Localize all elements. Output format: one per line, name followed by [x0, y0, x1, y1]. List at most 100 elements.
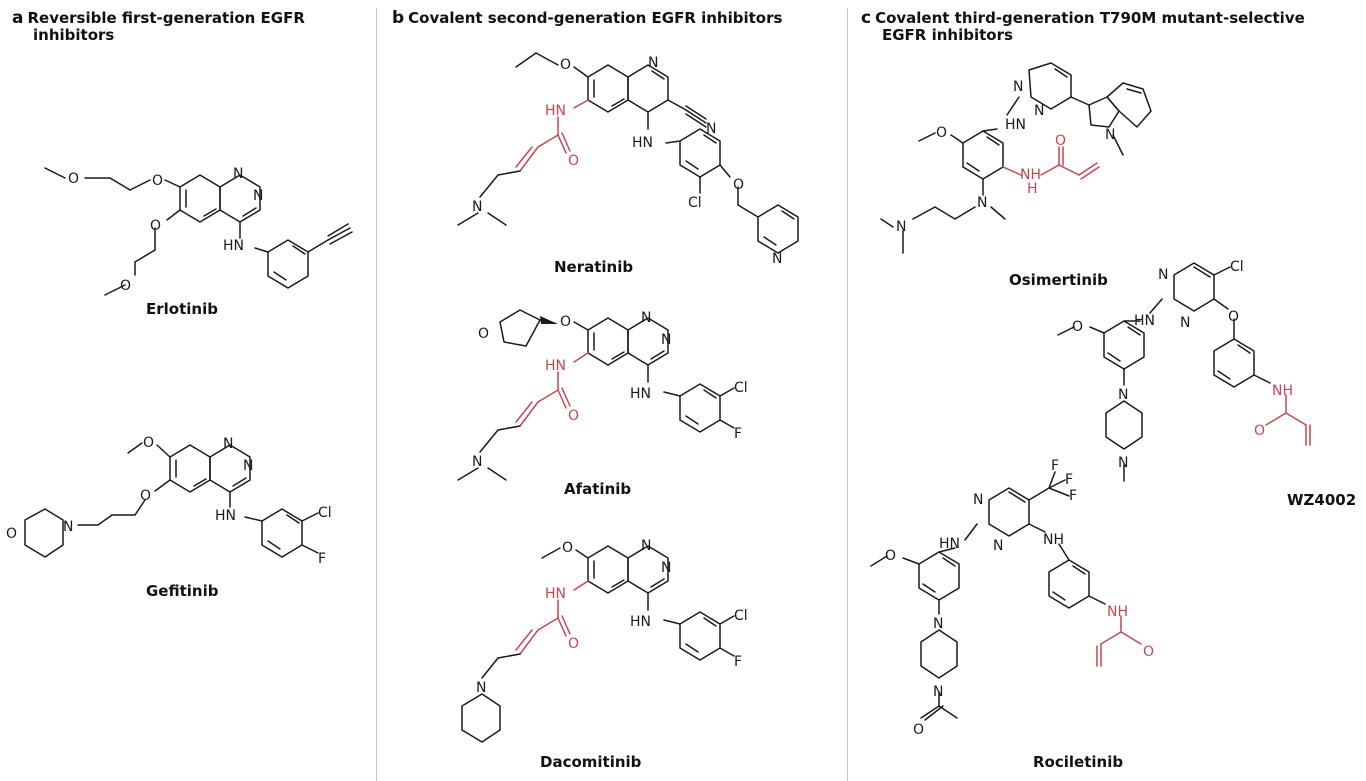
dacomitinib-structure: O N N HN Cl F HN O N [408, 528, 828, 781]
atom-O: O [152, 173, 163, 189]
atom-N: N [1105, 127, 1115, 143]
panel-title-line1: Covalent third-generation T790M mutant-s… [875, 9, 1305, 27]
afatinib-structure: O O N N HN Cl F HN O N [408, 300, 828, 500]
atom-HN: HN [545, 103, 566, 119]
atom-N: N [933, 616, 943, 632]
atom-Cl: Cl [734, 380, 748, 396]
atom-N: N [896, 219, 906, 235]
atom-O: O [562, 540, 573, 556]
atom-O: O [120, 278, 131, 294]
atom-O: O [1228, 309, 1239, 325]
atom-N: N [661, 332, 671, 348]
panel-letter: c [861, 8, 872, 28]
panel-letter: b [392, 8, 405, 28]
afatinib-label: Afatinib [564, 480, 632, 498]
atom-HN: HN [545, 358, 566, 374]
panel-letter: a [12, 8, 24, 28]
atom-O: O [1072, 319, 1083, 335]
atom-Cl: Cl [734, 608, 748, 624]
atom-HN: HN [545, 586, 566, 602]
atom-O: O [568, 636, 579, 652]
atom-HN: HN [630, 386, 651, 402]
atom-O: O [150, 218, 161, 234]
atom-N: N [706, 121, 716, 137]
atom-NH: NH [1020, 167, 1041, 183]
atom-O: O [936, 125, 947, 141]
atom-HN: HN [939, 536, 960, 552]
atom-N: N [1034, 103, 1044, 119]
wz4002-label: WZ4002 [1287, 491, 1357, 509]
atom-HN: HN [1005, 117, 1026, 133]
atom-O: O [1055, 133, 1066, 149]
atom-N: N [63, 519, 73, 535]
atom-NH: NH [1272, 383, 1293, 399]
atom-F: F [1069, 488, 1077, 504]
atom-F: F [318, 551, 326, 567]
panel-title-line1: Covalent second-generation EGFR inhibito… [408, 9, 783, 27]
atom-N: N [476, 680, 486, 696]
atom-O: O [6, 526, 17, 542]
erlotinib-label: Erlotinib [146, 300, 218, 318]
atom-N: N [973, 492, 983, 508]
atom-N: N [472, 199, 482, 215]
atom-Cl: Cl [1230, 259, 1244, 275]
atom-HN: HN [1134, 313, 1155, 329]
panel-title-line2: inhibitors [33, 26, 115, 44]
atom-O: O [140, 488, 151, 504]
panel-divider-ab [376, 8, 377, 781]
panel-divider-bc [847, 8, 848, 781]
gefitinib-label: Gefitinib [146, 582, 219, 600]
atom-F: F [734, 654, 742, 670]
atom-N: N [233, 166, 243, 182]
atom-N: N [661, 560, 671, 576]
atom-N: N [772, 251, 782, 267]
panel-title-line2: EGFR inhibitors [882, 26, 1013, 44]
atom-N: N [641, 538, 651, 554]
atom-H: H [1027, 181, 1038, 197]
atom-O: O [560, 57, 571, 73]
atom-N: N [648, 55, 658, 71]
atom-N: N [977, 195, 987, 211]
atom-N: N [993, 538, 1003, 554]
atom-HN: HN [223, 238, 244, 254]
atom-O: O [560, 314, 571, 330]
atom-O: O [143, 435, 154, 451]
atom-O: O [1143, 644, 1154, 660]
atom-Cl: Cl [318, 505, 332, 521]
atom-NH: NH [1043, 532, 1064, 548]
atom-N: N [1118, 455, 1128, 471]
panel-title-line1: Reversible first-generation EGFR [27, 9, 305, 27]
neratinib-structure: O N N HN O Cl N HN O N [408, 45, 828, 267]
atom-F: F [1051, 458, 1059, 474]
atom-NH: NH [1107, 604, 1128, 620]
rociletinib-structure: F F F N N NH HN O N N O NH O [870, 458, 1199, 781]
erlotinib-structure: O O O O N N HN [10, 140, 370, 310]
atom-O: O [68, 171, 79, 187]
atom-Cl: Cl [688, 195, 702, 211]
atom-F: F [734, 426, 742, 442]
gefitinib-structure: O O N N HN N O Cl F [0, 425, 370, 595]
atom-HN: HN [215, 508, 236, 524]
atom-O: O [568, 153, 579, 169]
atom-N: N [1158, 267, 1168, 283]
atom-N: N [253, 188, 263, 204]
atom-N: N [1118, 387, 1128, 403]
neratinib-label: Neratinib [554, 258, 634, 276]
wz4002-structure: Cl O N N HN O N N NH O [1057, 255, 1366, 485]
atom-N: N [223, 436, 233, 452]
atom-N: N [641, 310, 651, 326]
atom-O: O [478, 326, 489, 342]
atom-N: N [1180, 315, 1190, 331]
rociletinib-label: Rociletinib [1033, 753, 1124, 771]
atom-O: O [733, 177, 744, 193]
atom-N: N [472, 454, 482, 470]
atom-O: O [568, 408, 579, 424]
atom-HN: HN [632, 135, 653, 151]
atom-F: F [1065, 472, 1073, 488]
osimertinib-structure: HN N N N O N N NH H O [879, 55, 1209, 290]
